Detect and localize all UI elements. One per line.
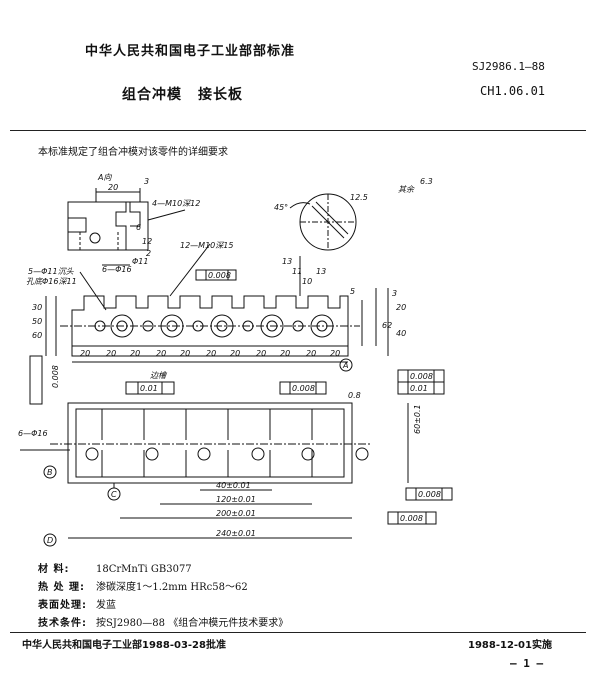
plan-hole [301, 447, 315, 461]
svg-text:0.008: 0.008 [418, 490, 441, 499]
svg-text:40±0.01: 40±0.01 [216, 481, 251, 490]
svg-text:60±0.1: 60±0.1 [413, 404, 422, 434]
svg-text:3: 3 [392, 289, 397, 298]
main-hole [142, 320, 154, 332]
plan-view [50, 402, 370, 484]
plan-hole [251, 447, 265, 461]
document-title: 组合冲模接长板 [122, 84, 243, 104]
plan-hole [355, 447, 369, 461]
pitch-label: 20 [206, 349, 216, 358]
spec-surface: 表面处理:发蓝 [38, 600, 116, 611]
footer-rule [10, 632, 586, 633]
svg-text:50: 50 [32, 317, 42, 326]
main-hole [160, 314, 184, 338]
detail-dim: 12.5 [350, 193, 368, 202]
side-callout: 4—M10深12 [152, 199, 200, 208]
svg-text:0.01: 0.01 [140, 384, 158, 393]
view-label: A向 [97, 173, 112, 182]
svg-text:30: 30 [32, 303, 42, 312]
main-hole [192, 320, 204, 332]
roughness-note: 其余 [398, 185, 415, 194]
section-mark: A [342, 361, 348, 370]
svg-text:11: 11 [292, 267, 302, 276]
svg-text:0.008: 0.008 [400, 514, 423, 523]
top-callout: 5—Φ11沉头 [28, 267, 75, 276]
svg-text:120±0.01: 120±0.01 [216, 495, 256, 504]
page-number: — 1 — [510, 657, 544, 670]
svg-text:60: 60 [32, 331, 42, 340]
spec-heat-treatment: 热 处 理:渗碳深度1～1.2mm HRc58～62 [38, 582, 248, 593]
top-callout: 12—M10深15 [180, 241, 233, 250]
svg-text:10: 10 [302, 277, 312, 286]
svg-text:40: 40 [396, 329, 406, 338]
pitch-label: 20 [230, 349, 240, 358]
pitch-label: 20 [156, 349, 166, 358]
detail-angle: 45° [274, 203, 288, 212]
side-view-a [67, 188, 186, 266]
main-hole [242, 320, 254, 332]
section-mark: C [111, 490, 117, 499]
intro-text: 本标准规定了组合冲模对该零件的详细要求 [38, 147, 228, 158]
svg-text:13: 13 [282, 257, 292, 266]
svg-text:0.01: 0.01 [410, 384, 428, 393]
svg-text:0.008: 0.008 [410, 372, 433, 381]
side-callout: 6—Φ16 [102, 265, 132, 274]
plan-hole [85, 447, 99, 461]
detail-view [289, 193, 357, 251]
pitch-label: 20 [330, 349, 340, 358]
main-hole [292, 320, 304, 332]
svg-text:边槽: 边槽 [150, 371, 168, 380]
spec-technical: 技术条件:按SJ2980—88 《组合冲模元件技术要求》 [38, 618, 289, 629]
section-mark: B [47, 468, 53, 477]
specifications: 材 料:18CrMnTi GB3077 热 处 理:渗碳深度1～1.2mm HR… [38, 561, 288, 633]
svg-text:62: 62 [382, 321, 392, 330]
svg-text:20: 20 [108, 183, 118, 192]
svg-text:5: 5 [350, 287, 355, 296]
svg-text:0.8: 0.8 [348, 391, 361, 400]
technical-drawing: 其余 6.3 A向 20 3 12 6 2 4—M10深12 6—Φ16 Φ11… [18, 173, 453, 547]
svg-text:13: 13 [316, 267, 326, 276]
svg-text:0.008: 0.008 [51, 365, 60, 388]
plan-hole-label: 6—Φ16 [18, 429, 48, 438]
title-part-1: 组合冲模 [122, 87, 182, 103]
svg-text:3: 3 [144, 177, 149, 186]
main-hole [94, 320, 106, 332]
roughness-value: 6.3 [420, 177, 433, 186]
main-elevation [60, 295, 360, 363]
main-hole [210, 314, 234, 338]
svg-text:200±0.01: 200±0.01 [216, 509, 256, 518]
svg-text:6: 6 [136, 223, 141, 232]
part-code: CH1.06.01 [480, 84, 546, 98]
standard-number: SJ2986.1—88 [472, 60, 545, 73]
effective-date: 1988-12-01实施 [468, 640, 552, 651]
spec-material: 材 料:18CrMnTi GB3077 [38, 564, 192, 575]
plan-hole [197, 447, 211, 461]
issuer: 中华人民共和国电子工业部1988-03-28批准 [22, 640, 226, 651]
svg-text:0.008: 0.008 [292, 384, 315, 393]
organization-header: 中华人民共和国电子工业部部标准 [85, 44, 296, 59]
title-part-2: 接长板 [198, 87, 243, 103]
pitch-label: 20 [256, 349, 266, 358]
svg-text:0.008: 0.008 [208, 271, 231, 280]
pitch-label: 20 [80, 349, 90, 358]
header-rule [10, 130, 586, 131]
svg-text:2: 2 [146, 249, 151, 258]
main-hole [310, 314, 334, 338]
plan-hole [145, 447, 159, 461]
pitch-label: 20 [106, 349, 116, 358]
top-callout: 孔底Φ16深11 [26, 277, 77, 286]
side-callout: Φ11 [132, 257, 148, 266]
section-mark: D [47, 536, 53, 545]
pitch-label: 20 [130, 349, 140, 358]
svg-text:240±0.01: 240±0.01 [216, 529, 256, 538]
svg-text:20: 20 [396, 303, 406, 312]
main-hole [110, 314, 134, 338]
pitch-label: 20 [306, 349, 316, 358]
svg-text:12: 12 [142, 237, 152, 246]
pitch-label: 20 [280, 349, 290, 358]
main-hole [260, 314, 284, 338]
pitch-label: 20 [180, 349, 190, 358]
